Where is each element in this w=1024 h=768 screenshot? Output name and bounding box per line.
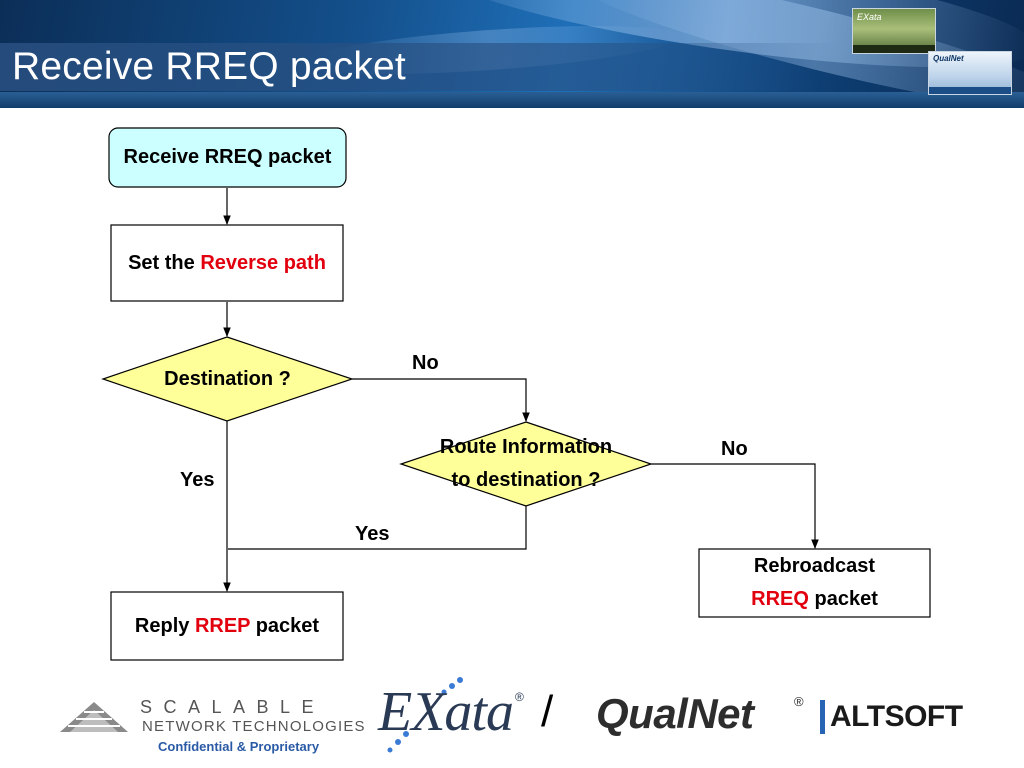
reply-rrep-node-label: Reply RREP packet [134, 614, 320, 637]
scalable-networks-logo-mark [60, 702, 128, 732]
logo-separator: / [541, 687, 554, 736]
page-title: Receive RREQ packet [12, 45, 406, 88]
company-name: SCALABLE [140, 697, 326, 717]
edge-label-destination-no: No [412, 352, 439, 374]
route-info-decision-label: Route Information to destination ? [439, 436, 613, 491]
edge-label-route-no: No [721, 438, 748, 460]
destination-decision-label: Destination ? [164, 367, 291, 390]
altsoft-bar-icon [820, 700, 825, 734]
start-node-shape [108, 127, 347, 188]
reverse-path-node-label: Set the Reverse path [128, 251, 326, 274]
reply-rrep-node-shape [110, 591, 344, 661]
exata-thumbnail: EXata [852, 8, 936, 54]
qualnet-thumbnail: QualNet [928, 51, 1012, 95]
start-node-label: Receive RREQ packet [123, 146, 332, 168]
exata-logo: EXata [378, 681, 514, 743]
rebroadcast-node-label: Rebroadcast RREQ packet [751, 555, 878, 610]
qualnet-registered-mark: ® [794, 694, 804, 709]
confidential-notice: Confidential & Proprietary [158, 739, 320, 754]
reverse-path-node-shape [110, 224, 344, 302]
edge-destination-no [352, 378, 530, 422]
edge-label-destination-yes: Yes [180, 469, 215, 491]
edge-route-no [651, 463, 819, 549]
edge-label-route-yes: Yes [355, 523, 390, 545]
altsoft-logo: ALTSOFT [830, 700, 963, 733]
edge-route-yes [228, 506, 527, 550]
qualnet-logo: QualNet [596, 690, 754, 737]
rebroadcast-node-shape [698, 548, 931, 618]
company-subtitle: NETWORK TECHNOLOGIES [142, 718, 366, 735]
exata-dots-icon [387, 677, 463, 753]
exata-registered-mark: ® [515, 690, 524, 704]
